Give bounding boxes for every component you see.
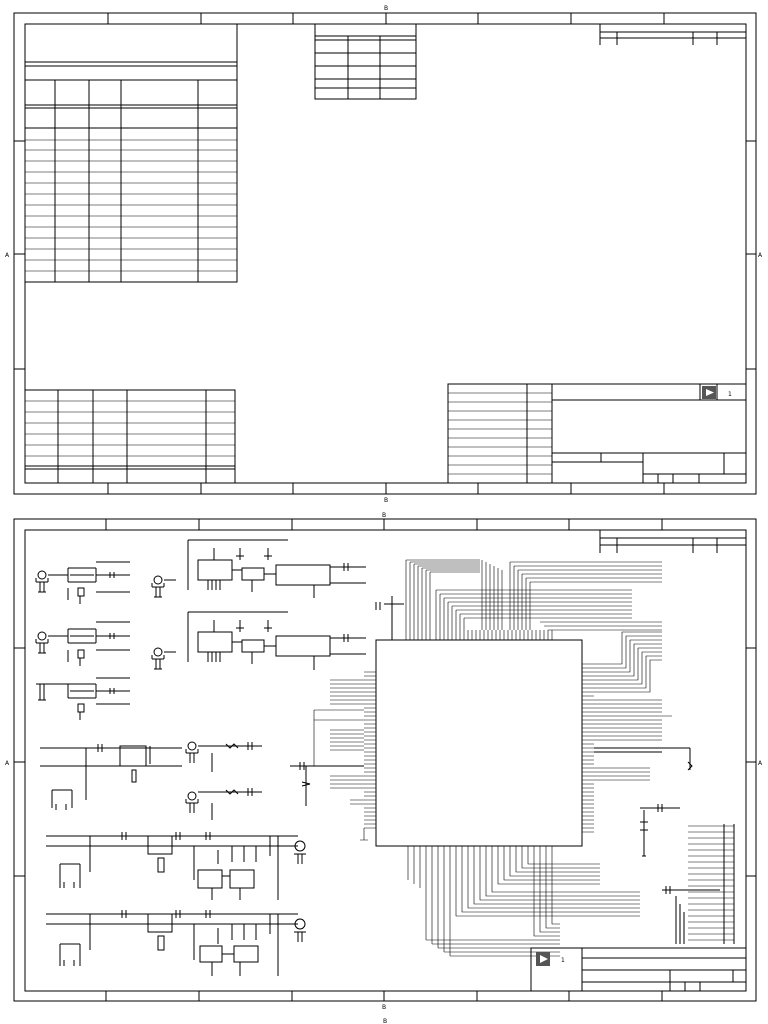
- play-triangle-logo-icon-2: [540, 955, 548, 963]
- sheet-1-dwg-strip: [599, 24, 746, 45]
- sheet-2-outer-border: [13, 518, 757, 1002]
- sheet-1-small-table: [314, 23, 417, 100]
- sheet-1-zone-top: B: [384, 5, 388, 12]
- sheet-1-outer-border: [13, 12, 757, 495]
- sheet-1-zone-right: A: [758, 252, 763, 259]
- sheet-2-zone-bottom: B: [382, 1004, 386, 1011]
- bottom-bus: [407, 856, 640, 957]
- sheet-1-title-block: 1: [447, 383, 747, 484]
- sheet-2-zone-top: B: [382, 512, 386, 519]
- sheet-2-zone-left: A: [5, 760, 10, 767]
- right-connector: [662, 824, 735, 944]
- play-triangle-logo-icon: [706, 389, 714, 396]
- sheet-2: B B A A: [5, 512, 763, 1011]
- sheet-1-parts-table: [24, 389, 236, 484]
- page-footer-mark: B: [383, 1018, 387, 1024]
- right-signals: [594, 631, 693, 857]
- sheet-2-zone-ticks: [14, 519, 756, 1001]
- left-signals: [290, 679, 368, 841]
- left-circuit-d: [46, 832, 306, 900]
- top-bus: [375, 559, 662, 640]
- left-circuit-a: [35, 561, 176, 720]
- sheet-1-inner-border: [24, 23, 747, 484]
- sheet-2-title-block: 1: [530, 947, 747, 992]
- sheet-1-revision-table: [24, 23, 238, 283]
- center-circuit-b: [187, 539, 366, 670]
- sheet-2-zone-right: A: [758, 760, 763, 767]
- left-circuit-c: [40, 741, 262, 820]
- left-circuit-e: [46, 910, 306, 976]
- sheet-1: B B A A: [5, 5, 763, 504]
- sheet-1-sheet-number: 1: [728, 391, 732, 398]
- sheet-1-zone-ticks: [14, 13, 756, 494]
- main-ic: [364, 630, 594, 856]
- main-ic-body: [375, 639, 583, 847]
- sheet-2-dwg-strip: [599, 530, 746, 553]
- sheet-2-inner-border: [24, 529, 747, 992]
- sheet-1-zone-bottom: B: [384, 497, 388, 504]
- sheet-2-sheet-number: 1: [561, 957, 565, 964]
- sheet-1-zone-left: A: [5, 252, 10, 259]
